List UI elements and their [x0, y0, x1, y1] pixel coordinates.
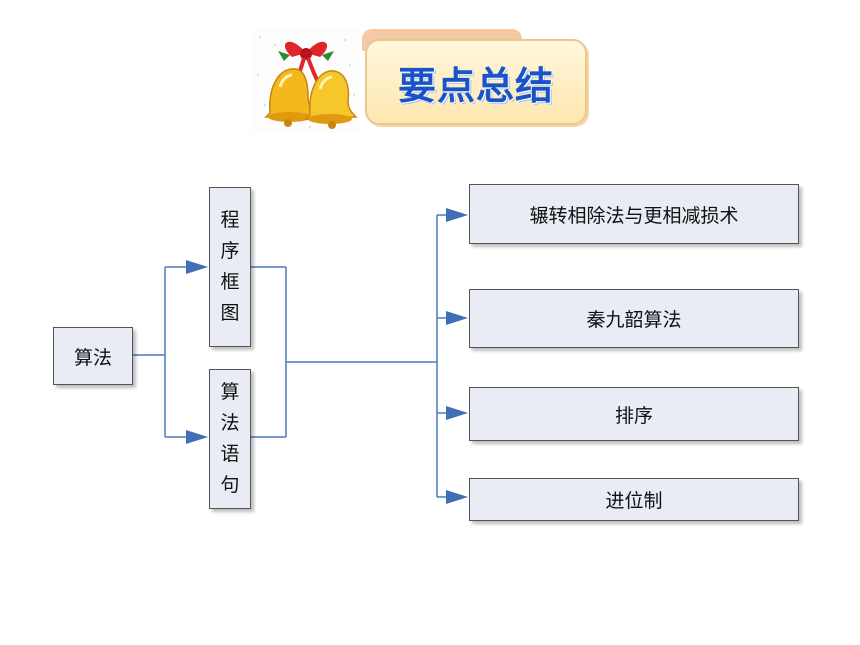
node-sorting: 排序: [469, 387, 799, 441]
node-algorithm-statements: 算 法 语 句: [209, 369, 251, 509]
node-algorithm-label: 算法: [73, 346, 112, 369]
node-statements-char: 算: [220, 381, 240, 403]
node-euclidean-algorithm: 辗转相除法与更相减损术: [469, 184, 799, 244]
node-number-systems: 进位制: [469, 478, 799, 521]
title-area: 要点总结: [250, 25, 590, 135]
node-horner-label: 秦九韶算法: [586, 309, 682, 331]
page-title: 要点总结: [397, 63, 554, 108]
node-algorithm: 算法: [53, 327, 133, 385]
node-flowchart-char: 程: [220, 209, 240, 231]
node-statements-char: 法: [220, 412, 240, 434]
christmas-bells-icon: [252, 29, 360, 133]
node-euclidean-label: 辗转相除法与更相减损术: [529, 204, 739, 227]
node-horner-algorithm: 秦九韶算法: [469, 289, 799, 348]
node-statements-char: 语: [220, 443, 240, 465]
node-sorting-label: 排序: [614, 404, 653, 427]
title-badge: 要点总结: [365, 39, 587, 125]
node-flowchart-char: 图: [220, 302, 240, 324]
node-flowchart-char: 序: [220, 240, 240, 262]
node-flowchart: 程 序 框 图: [209, 187, 251, 347]
node-flowchart-char: 框: [220, 271, 240, 293]
node-statements-char: 句: [220, 474, 240, 496]
node-number-systems-label: 进位制: [605, 490, 663, 512]
